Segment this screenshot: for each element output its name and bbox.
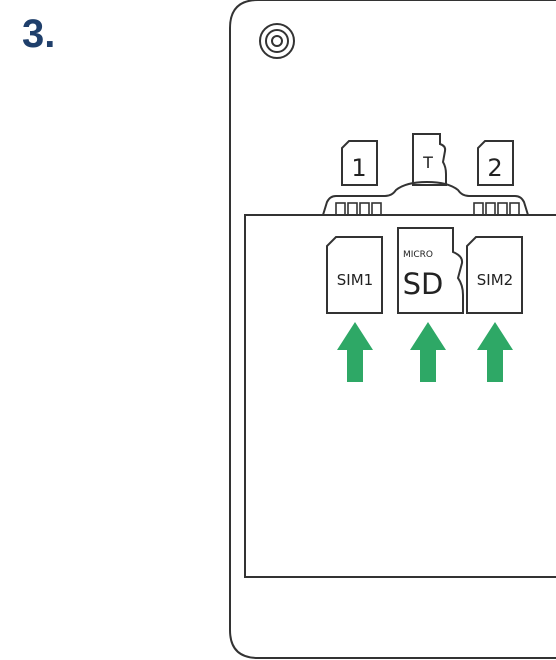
slot2-label-box: [477, 140, 514, 186]
step-number: 3.: [22, 12, 56, 56]
camera-icon: [259, 23, 295, 59]
microsd-card-top-label: MICRO: [403, 250, 433, 260]
battery-compartment: [244, 214, 556, 578]
sim2-slot-contacts: [473, 202, 520, 216]
microsd-insert-arrow: [410, 322, 446, 382]
slot-connector-strip: [322, 180, 529, 216]
slot1-label: 1: [351, 154, 366, 182]
sim1-slot-contacts: [335, 202, 382, 216]
sim2-card: [466, 236, 523, 314]
sim2-insert-arrow: [477, 322, 513, 382]
microsd-card: [397, 227, 464, 314]
slot1-label-box: [341, 140, 378, 186]
sim1-card: [326, 236, 383, 314]
slot2-label: 2: [487, 154, 502, 182]
sim1-insert-arrow: [337, 322, 373, 382]
microsd-card-main-label: SD: [403, 267, 444, 301]
microsd-label-box: [412, 133, 447, 186]
microsd-tray-label: T: [422, 153, 433, 172]
sim2-card-label: SIM2: [477, 271, 513, 289]
phone-outline: [229, 0, 556, 659]
sim1-card-label: SIM1: [337, 271, 373, 289]
